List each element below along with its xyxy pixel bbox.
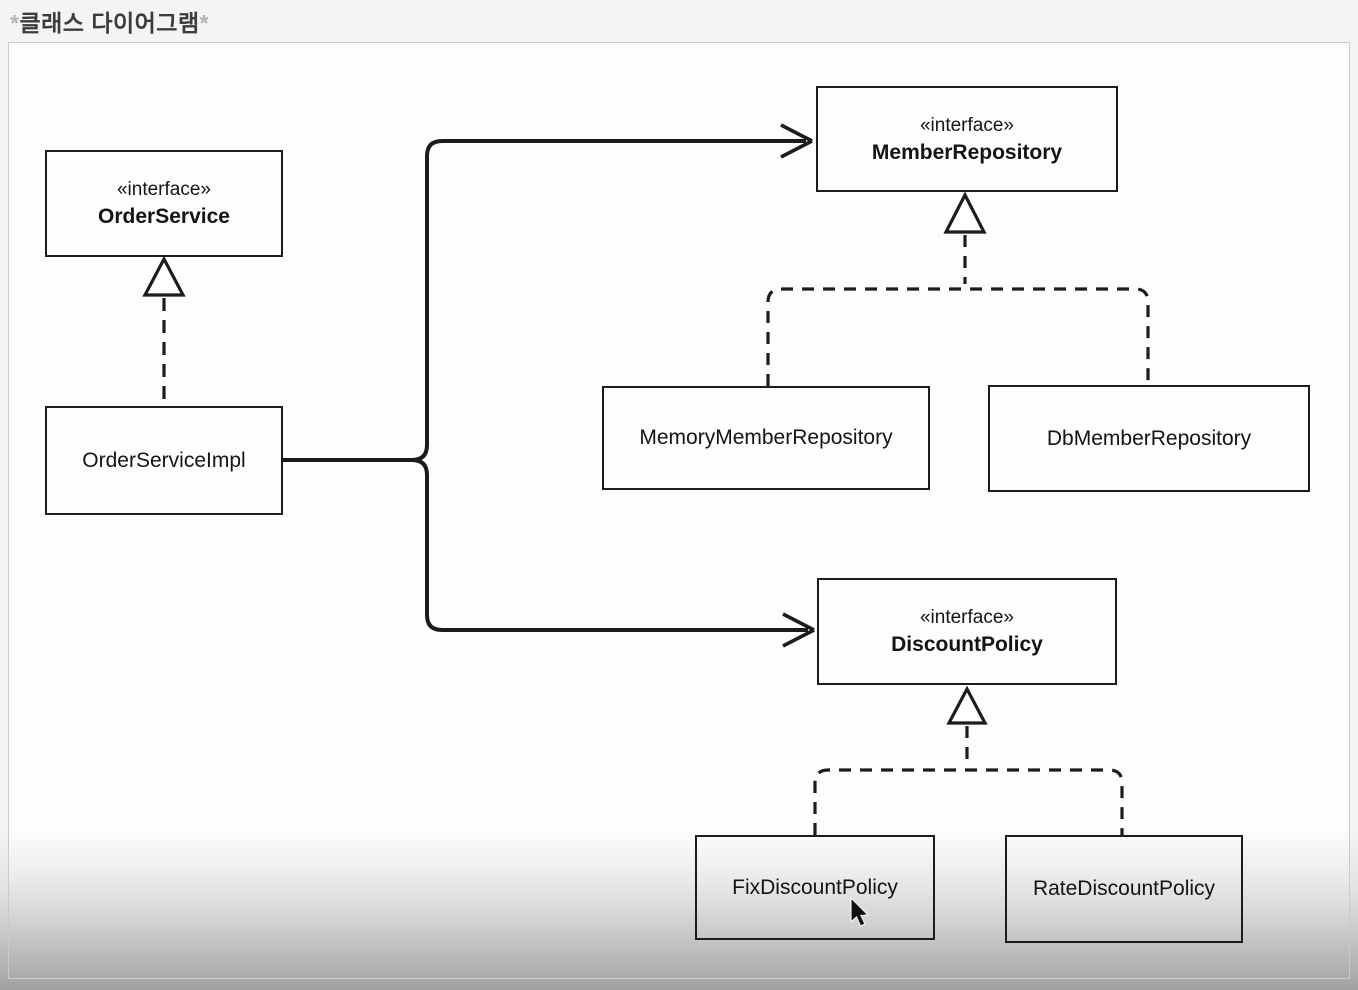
class-name-label: MemberRepository (871, 140, 1063, 164)
class-box-orderserviceimpl: OrderServiceImpl (45, 406, 283, 515)
class-box-ratediscountpolicy: RateDiscountPolicy (1005, 835, 1243, 943)
class-box-memorymemberrepository: MemoryMemberRepository (602, 386, 930, 490)
class-name-label: OrderService (98, 205, 230, 228)
class-name-label: DbMemberRepository (1046, 426, 1252, 450)
class-name-label: DiscountPolicy (891, 633, 1043, 656)
class-name-label: FixDiscountPolicy (732, 875, 898, 899)
title-asterisk-right: * (199, 10, 210, 36)
stereotype-label: «interface» (919, 114, 1014, 136)
page-title-text: 클래스 다이어그램 (19, 10, 200, 36)
class-name-label: OrderServiceImpl (82, 448, 246, 472)
class-name-label: MemoryMemberRepository (639, 426, 893, 449)
page-title: *클래스 다이어그램* (10, 4, 209, 38)
class-box-discountpolicy: «interface» DiscountPolicy (817, 578, 1117, 685)
stereotype-label: «interface» (919, 607, 1014, 628)
class-box-dbmemberrepository: DbMemberRepository (988, 385, 1310, 492)
title-asterisk-left: * (10, 10, 20, 36)
class-box-memberrepository: «interface» MemberRepository (816, 86, 1118, 192)
class-box-fixdiscountpolicy: FixDiscountPolicy (695, 835, 935, 940)
class-box-orderservice: «interface» OrderService (45, 150, 283, 257)
class-name-label: RateDiscountPolicy (1032, 877, 1216, 900)
stereotype-label: «interface» (116, 179, 211, 200)
